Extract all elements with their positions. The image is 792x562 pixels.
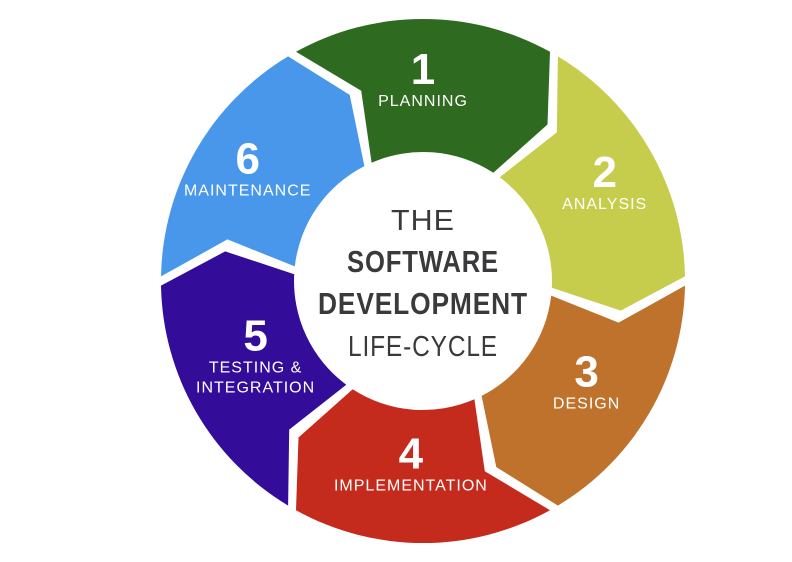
cycle-center-title: THE SOFTWARE DEVELOPMENT LIFE-CYCLE [318,205,528,363]
segment-number-implementation: 4 [399,430,424,479]
segment-label-implementation: IMPLEMENTATION [334,478,488,495]
segment-number-planning: 1 [411,45,435,94]
segment-label-design: DESIGN [553,396,620,413]
segment-testing-integration [161,251,347,506]
segment-label-planning: PLANNING [378,93,468,110]
segment-maintenance [161,56,365,277]
segment-label-testing-integration-line2: INTEGRATION [196,379,315,396]
center-title-line-life-cycle: LIFE-CYCLE [348,331,498,363]
segment-number-maintenance: 6 [235,134,259,183]
center-title-line-software: SOFTWARE [347,244,499,279]
segment-number-analysis: 2 [592,148,616,197]
segment-number-design: 3 [574,348,598,397]
segment-implementation [296,389,550,544]
segment-number-testing-integration: 5 [243,311,267,360]
center-title-line-development: DEVELOPMENT [318,286,528,321]
segment-planning [296,18,550,173]
segment-analysis [499,56,685,311]
segment-design [481,285,685,506]
segment-label-maintenance: MAINTENANCE [184,182,311,199]
segment-label-analysis: ANALYSIS [562,196,647,213]
segment-label-testing-integration-line1: TESTING & [209,359,302,376]
center-title-line-the: THE [391,205,455,237]
